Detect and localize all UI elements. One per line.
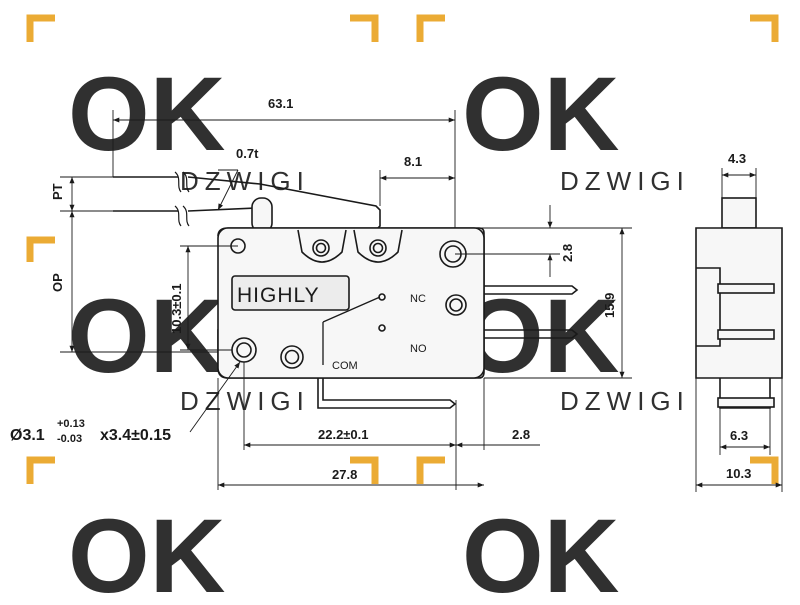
- watermark-logo-1: OK: [68, 56, 226, 173]
- dim-side-4-3: 4.3: [728, 151, 746, 166]
- label-com: COM: [332, 360, 358, 372]
- dim-hole-tol-plus: +0.13: [57, 418, 85, 430]
- side-terminal-1: [717, 283, 775, 294]
- terminal-nc: [484, 285, 579, 295]
- watermark-brand-3: DZWIGI: [180, 386, 310, 416]
- dim-overall-lever: 63.1: [268, 96, 293, 111]
- terminal-no: [484, 329, 579, 339]
- dim-length-27-8: 27.8: [332, 467, 357, 482]
- watermark-logo-2: OK: [462, 56, 620, 173]
- side-terminal-2: [717, 329, 775, 340]
- watermark-logo-5: OK: [68, 498, 226, 600]
- terminal-nc-rivet-inner: [449, 298, 463, 312]
- contact-no: [378, 324, 386, 332]
- side-step: [696, 267, 721, 347]
- dim-op: OP: [50, 273, 65, 292]
- switch-front-view: [113, 171, 579, 409]
- dim-height-10-3: 10.3±0.1: [169, 283, 184, 334]
- watermark-brand-1: DZWIGI: [180, 166, 310, 196]
- terminal-nc-rivet-outer: [445, 294, 467, 316]
- watermark-brand-4: DZWIGI: [560, 386, 690, 416]
- watermark-logo-4: OK: [462, 278, 620, 395]
- dim-top-2-8: 2.8: [560, 244, 575, 262]
- dim-side-6-3: 6.3: [730, 428, 748, 443]
- switch-side-view: [695, 197, 783, 409]
- lever-upper: [113, 176, 381, 230]
- label-nc: NC: [410, 293, 426, 305]
- dim-hole-diameter: Ø3.1: [10, 427, 45, 444]
- watermark-brand-2: DZWIGI: [560, 166, 690, 196]
- side-terminal-3: [717, 397, 775, 408]
- hinge-right: [353, 229, 403, 263]
- dim-spacing-22-2: 22.2±0.1: [318, 427, 369, 442]
- contact-spring: [322, 296, 381, 365]
- plunger: [251, 197, 273, 233]
- side-plunger: [721, 197, 757, 229]
- brand-plate: [231, 275, 350, 311]
- terminal-com: [317, 378, 457, 409]
- watermark-logo-6: OK: [462, 498, 620, 600]
- small-rivet-outer: [280, 345, 304, 369]
- side-housing: [695, 227, 783, 379]
- post-right-inner: [372, 242, 384, 254]
- side-com-terminal: [719, 378, 771, 409]
- dim-side-10-3: 10.3: [726, 466, 751, 481]
- label-no: NO: [410, 343, 427, 355]
- lever-break-top: [174, 171, 190, 193]
- brand-label: HIGHLY: [237, 284, 320, 307]
- watermark-layer: OK OK OK OK OK OK DZWIGI DZWIGI DZWIGI D…: [26, 14, 779, 605]
- side-dimension-lines: [695, 168, 783, 492]
- small-rivet-inner: [284, 349, 300, 365]
- dim-lever-tip: 8.1: [404, 154, 422, 169]
- lever-break-bottom: [174, 205, 190, 227]
- dim-terminal-2-8: 2.8: [512, 427, 530, 442]
- dim-hole-length: x3.4±0.15: [100, 427, 171, 444]
- front-dimension-lines: [60, 110, 632, 490]
- watermark-logo-3: OK: [68, 278, 226, 395]
- post-right-outer: [369, 239, 387, 257]
- hinge-left: [297, 229, 347, 263]
- dim-height-15-9: 15.9: [602, 293, 617, 318]
- switch-housing-outline: [217, 227, 485, 379]
- dim-hole-tol-minus: -0.03: [57, 433, 82, 445]
- post-left-outer: [312, 239, 330, 257]
- dim-lever-thickness: 0.7t: [236, 146, 259, 161]
- mount-hole-bottom-inner: [236, 342, 252, 358]
- post-left-inner: [315, 242, 327, 254]
- dim-pt: PT: [50, 183, 65, 200]
